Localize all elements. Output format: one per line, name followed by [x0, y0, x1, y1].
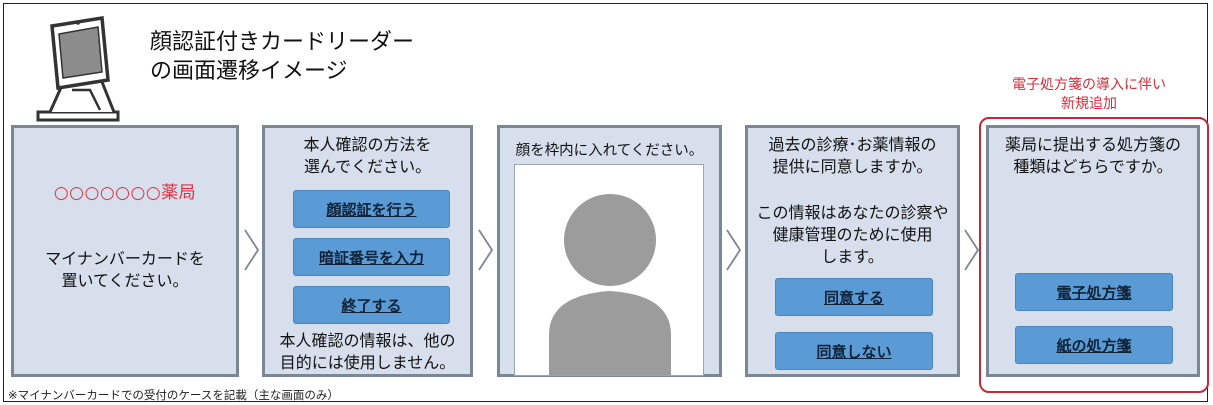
flow-arrow-icon	[964, 229, 980, 271]
privacy-note-line-2: 目的には使用しません。	[279, 353, 456, 372]
face-capture-heading: 顔を枠内に入れてください。	[515, 143, 704, 159]
verify-heading-line-2: 選んでください。	[303, 157, 432, 176]
new-addition-note: 電子処方箋の導入に伴い 新規追加	[973, 76, 1205, 114]
card-reader-device-icon	[36, 15, 120, 122]
screen-insert-card: ○○○○○○○薬局 マイナンバーカードを 置いてください。	[11, 125, 239, 377]
face-auth-button[interactable]: 顔認証を行う	[293, 190, 450, 228]
camera-frame	[514, 164, 704, 376]
footnote: ※マイナンバーカードでの受付のケースを記載（主な画面のみ）	[8, 388, 339, 402]
person-silhouette-icon	[549, 194, 671, 375]
flow-arrow-icon	[726, 229, 742, 271]
title-line-1: 顔認証付きカードリーダー	[150, 30, 415, 55]
screen-face-capture: 顔を枠内に入れてください。	[497, 125, 722, 377]
pharmacy-name: ○○○○○○○薬局	[53, 183, 197, 203]
verify-heading-line-1: 本人確認の方法を	[303, 135, 432, 154]
flow-arrow-icon	[244, 229, 260, 271]
insert-card-line-1: マイナンバーカードを	[45, 249, 205, 268]
disagree-button[interactable]: 同意しない	[775, 332, 933, 370]
diagram-title: 顔認証付きカードリーダー の画面遷移イメージ	[150, 28, 414, 86]
insert-card-line-2: 置いてください。	[61, 271, 189, 290]
new-screen-highlight-box	[979, 117, 1209, 393]
flow-arrow-icon	[478, 229, 494, 271]
title-line-2: の画面遷移イメージ	[150, 59, 348, 84]
prescription-heading-line-1: 薬局に提出する処方箋の	[1004, 135, 1181, 154]
exit-button[interactable]: 終了する	[293, 286, 450, 324]
pin-entry-button[interactable]: 暗証番号を入力	[293, 238, 450, 276]
consent-heading-line-1: 過去の診療･お薬情報の	[768, 135, 937, 154]
paper-prescription-button[interactable]: 紙の処方箋	[1015, 326, 1173, 364]
new-note-line-1: 電子処方箋の導入に伴い	[1012, 77, 1166, 93]
privacy-note-line-1: 本人確認の情報は、他の	[279, 331, 456, 350]
new-note-line-2: 新規追加	[1061, 96, 1117, 112]
screen-consent: 過去の診療･お薬情報の 提供に同意しますか。 この情報はあなたの診察や 健康管理…	[745, 125, 960, 377]
consent-heading-line-2: 提供に同意しますか。	[772, 157, 933, 176]
screen-verify-method: 本人確認の方法を 選んでください。 顔認証を行う 暗証番号を入力 終了する 本人…	[262, 125, 473, 377]
electronic-prescription-button[interactable]: 電子処方箋	[1015, 273, 1173, 311]
consent-body-line-1: この情報はあなたの診察や	[756, 203, 949, 222]
screen-prescription-type: 薬局に提出する処方箋の 種類はどちらですか。 電子処方箋 紙の処方箋	[986, 125, 1200, 377]
agree-button[interactable]: 同意する	[775, 278, 933, 316]
prescription-heading-line-2: 種類はどちらですか。	[1013, 157, 1173, 176]
consent-body-line-2: 健康管理のために使用	[772, 225, 933, 244]
consent-body-line-3: します。	[821, 247, 884, 266]
